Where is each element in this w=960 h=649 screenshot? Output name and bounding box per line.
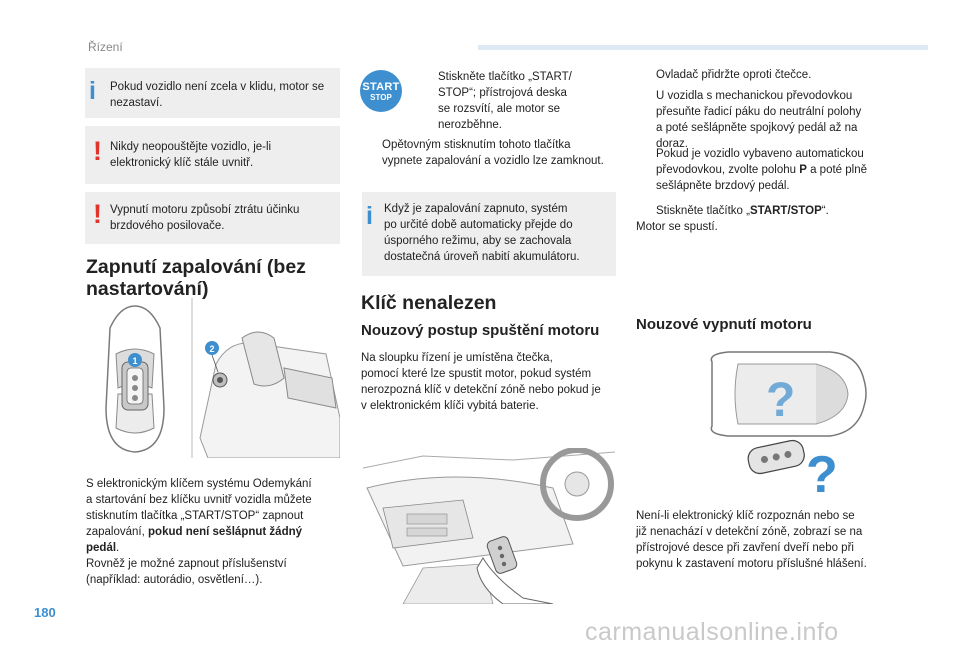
start-stop-button-icon: START STOP [360,70,402,112]
warning-box [85,126,340,184]
bullet-text: Pokud je vozidlo vybaveno automatickou p… [656,148,867,192]
bullet-text: U vozidla s mechanickou převodovkou přes… [656,90,862,150]
bullet-text: Opětovným stisknutím tohoto tlačítka vyp… [382,139,604,167]
warning-box [85,192,340,244]
info-text: Když je zapalování zapnuto, systém po ur… [384,203,580,263]
key-reader-figure [363,448,615,604]
bullet-text: Stiskněte tlačítko „START/STOP“. [656,205,829,217]
emergency-stop-paragraph: Není-li elektronický klíč rozpoznán nebo… [636,510,867,570]
emergency-start-paragraph: Na sloupku řízení je umístěna čtečka, po… [361,352,601,412]
page-number: 180 [34,605,56,620]
svg-text:2: 2 [209,344,214,354]
ignition-paragraph: S elektronickým klíčem systému Odemykání… [86,478,312,586]
callout-2-marker [205,341,219,355]
warning-text: Vypnutí motoru způsobí ztrátu účinku brz… [110,204,300,232]
warning-icon: ! [93,136,102,166]
svg-text:?: ? [766,374,795,427]
info-icon: i [89,77,96,105]
motor-start-text: Motor se spustí. [636,221,718,233]
emergency-stop-heading: Nouzové vypnutí motoru [636,316,812,333]
key-not-found-heading: Klíč nenalezen [361,292,497,314]
info-text: Pokud vozidlo není zcela v klidu, motor … [110,81,325,109]
warning-text: Nikdy neopouštějte vozidlo, je-li elektr… [110,141,272,169]
callout-1-marker [128,353,142,367]
svg-text:1: 1 [132,356,137,366]
header-bar [478,45,928,50]
bullet-text: Stiskněte tlačítko „START/ STOP“; přístr… [438,71,572,131]
warning-icon: ! [93,199,102,229]
emergency-stop-figure: ? ? [710,351,867,496]
section-heading: Zapnutí zapalování (bez nastartování) [86,256,306,300]
ignition-figure: 1 2 [105,298,340,458]
section-header: Řízení [88,40,123,54]
info-box [85,68,340,118]
info-icon: i [366,202,373,230]
bullet-text: Ovladač přidržte oproti čtečce. [656,69,812,81]
info-box [362,192,616,276]
emergency-start-heading: Nouzový postup spuštění motoru [361,322,600,339]
svg-text:?: ? [806,446,838,496]
watermark: carmanualsonline.info [585,618,839,646]
